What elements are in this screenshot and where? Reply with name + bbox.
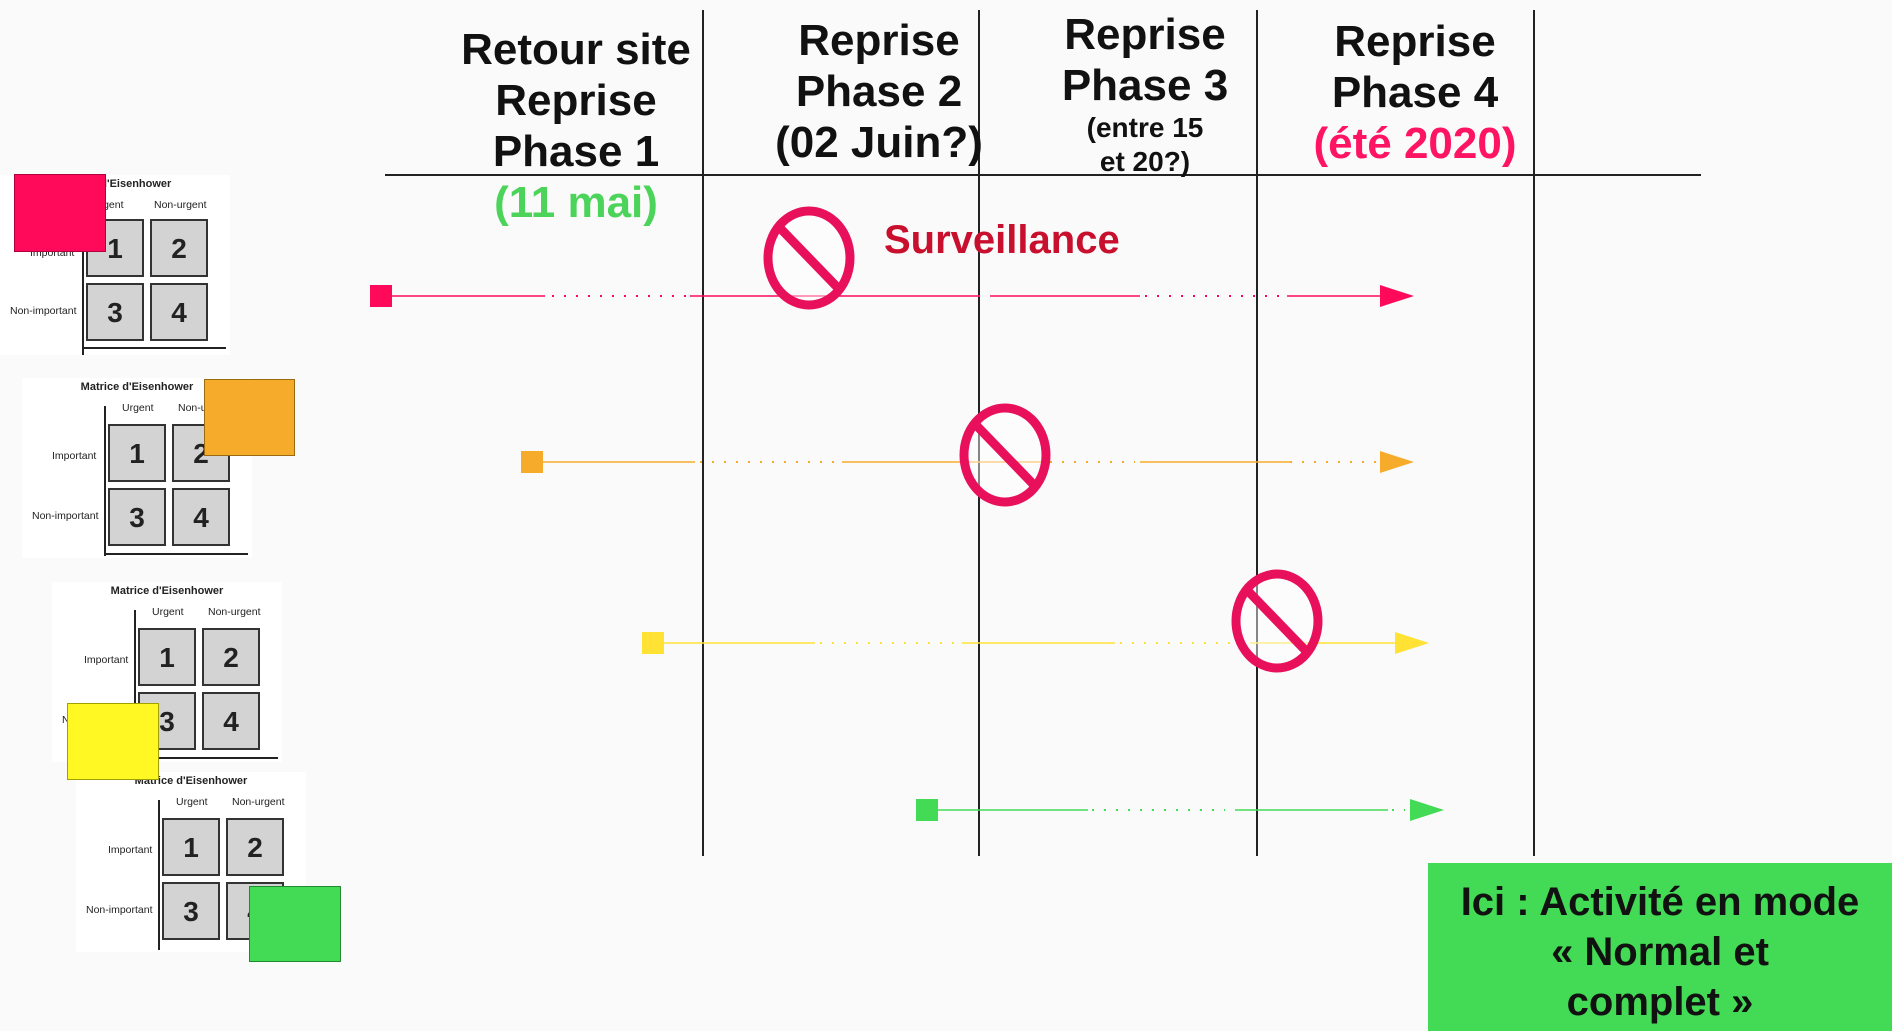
matrix-y-axis (82, 205, 84, 355)
header-phase-2: Reprise Phase 2 (02 Juin?) (748, 15, 1010, 168)
matrix-cell-3: 3 (86, 283, 144, 341)
red-start-marker (370, 285, 392, 307)
header-phase-1-date: (11 mai) (494, 178, 658, 227)
header-phase-4-line-2: Phase 4 (1331, 68, 1499, 117)
header-phase-1-line-2: Reprise (495, 76, 657, 125)
surveillance-label: Surveillance (884, 218, 1120, 262)
matrix-row-important: Important (84, 654, 129, 666)
phase-divider-1 (702, 10, 704, 856)
header-divider (385, 174, 1701, 176)
matrix-cell-2: 2 (150, 219, 208, 277)
red-timeline (370, 285, 1414, 307)
matrix-y-axis (104, 406, 106, 556)
callout-line-3: complet » (1566, 980, 1754, 1024)
matrix-cell-4: 4 (202, 692, 260, 750)
arrow-head-icon (1395, 632, 1429, 654)
header-phase-3-date-2: et 20?) (1099, 146, 1191, 177)
yellow-sticky-note (67, 703, 159, 780)
stop-sign-icon (1231, 569, 1323, 673)
eisenhower-matrix-1: Matrice d'Eisenhower Urgent Non-urgent I… (0, 175, 230, 355)
matrix-row-non-important: Non-important (32, 510, 99, 522)
header-phase-1-line-3: Phase 1 (492, 127, 660, 176)
arrow-head-icon (1410, 799, 1444, 821)
stop-sign-icon (959, 403, 1051, 507)
matrix-cell-1: 1 (108, 424, 166, 482)
matrix-cell-1: 1 (138, 628, 196, 686)
header-phase-3: Reprise Phase 3 (entre 15 et 20?) (1040, 9, 1250, 179)
matrix-row-important: Important (108, 844, 153, 856)
arrow-head-icon (1380, 285, 1414, 307)
header-phase-2-line-2: Phase 2 (795, 67, 963, 116)
header-phase-3-line-1: Reprise (1064, 10, 1226, 59)
orange-sticky-note (204, 379, 295, 456)
matrix-x-axis (82, 347, 226, 349)
header-phase-2-line-1: Reprise (798, 16, 960, 65)
matrix-cell-3: 3 (108, 488, 166, 546)
header-phase-4-date: (été 2020) (1313, 119, 1517, 168)
matrix-col-non-urgent: Non-urgent (208, 606, 261, 618)
matrix-cell-2: 2 (202, 628, 260, 686)
matrix-cell-2: 2 (226, 818, 284, 876)
green-sticky-note (249, 886, 341, 962)
phase-divider-4 (1533, 10, 1535, 856)
matrix-x-axis (134, 757, 278, 759)
matrix-cell-3: 3 (162, 882, 220, 940)
orange-start-marker (521, 451, 543, 473)
eisenhower-matrix-3: Matrice d'Eisenhower Urgent Non-urgent I… (52, 582, 282, 762)
arrow-head-icon (1380, 451, 1414, 473)
header-phase-4-line-1: Reprise (1334, 17, 1496, 66)
header-phase-3-date-1: (entre 15 (1086, 112, 1204, 143)
red-sticky-note (14, 174, 106, 252)
header-phase-1-line-1: Retour site (461, 25, 691, 74)
callout-line-1: Ici : Activité en mode (1460, 880, 1860, 924)
matrix-cell-4: 4 (150, 283, 208, 341)
matrix-cell-1: 1 (162, 818, 220, 876)
yellow-timeline (642, 632, 1429, 654)
matrix-col-non-urgent: Non-urgent (154, 199, 207, 211)
matrix-y-axis (134, 610, 136, 760)
matrix-col-urgent: Urgent (176, 796, 208, 808)
green-timeline (916, 799, 1444, 821)
matrix-col-non-urgent: Non-urgent (232, 796, 285, 808)
matrix-y-axis (158, 800, 160, 950)
normal-activity-callout: Ici : Activité en mode « Normal et compl… (1428, 863, 1892, 1031)
matrix-cell-4: 4 (172, 488, 230, 546)
matrix-col-urgent: Urgent (122, 402, 154, 414)
header-phase-4: Reprise Phase 4 (été 2020) (1290, 16, 1540, 169)
green-start-marker (916, 799, 938, 821)
matrix-row-non-important: Non-important (10, 305, 77, 317)
matrix-title: Matrice d'Eisenhower (134, 775, 248, 787)
callout-line-2: « Normal et (1551, 930, 1769, 974)
matrix-row-non-important: Non-important (86, 904, 153, 916)
phase-divider-3 (1256, 10, 1258, 856)
header-phase-2-date: (02 Juin?) (775, 118, 983, 167)
matrix-col-urgent: Urgent (152, 606, 184, 618)
matrix-title: Matrice d'Eisenhower (80, 381, 194, 393)
header-phase-3-line-2: Phase 3 (1061, 61, 1229, 110)
matrix-x-axis (104, 553, 248, 555)
yellow-start-marker (642, 632, 664, 654)
matrix-title: Matrice d'Eisenhower (110, 585, 224, 597)
matrix-row-important: Important (52, 450, 97, 462)
header-phase-1: Retour site Reprise Phase 1 (11 mai) (440, 24, 712, 228)
stop-sign-icon (763, 206, 855, 310)
